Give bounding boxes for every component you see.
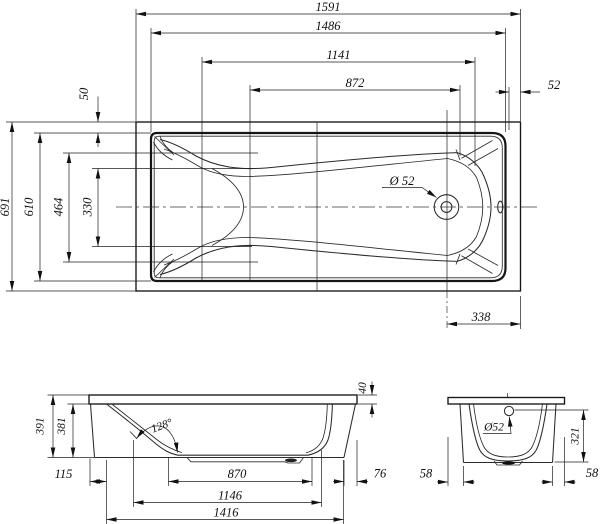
dim-321: 321	[570, 410, 586, 462]
dim-40: 40	[357, 381, 375, 418]
corner-chamfer-bottom-right	[455, 248, 499, 274]
dim-1141: 1141	[202, 48, 475, 65]
dim-76: 76	[333, 467, 387, 484]
overflow-label: Ø52	[483, 416, 513, 434]
end-rim	[447, 396, 566, 405]
dim-1416: 1416	[106, 506, 344, 522]
end-bowl-inner	[473, 403, 543, 458]
dim-691: 691	[0, 122, 15, 291]
dim-1591-value: 1591	[316, 0, 341, 14]
tub-rim-inner	[153, 135, 503, 279]
dim-40-value: 40	[357, 382, 369, 394]
corner-chamfer-top-right	[455, 140, 499, 166]
tub-outer-edge	[135, 121, 522, 292]
overflow-diameter-label: Ø52	[483, 422, 504, 434]
dim-76-value: 76	[374, 467, 387, 481]
side-view: 128°	[88, 394, 358, 464]
end-bowl-outer	[468, 403, 548, 462]
dim-52: 52	[495, 78, 561, 95]
dim-464: 464	[52, 153, 72, 262]
side-drain-sump	[186, 457, 304, 464]
dim-872-value: 872	[346, 76, 365, 90]
dim-464-value: 464	[52, 198, 66, 217]
top-view: Ø 52	[116, 110, 540, 329]
dim-1591: 1591	[136, 0, 521, 17]
end-view-dimensions: 321 58 58	[420, 409, 599, 486]
drain-label: Ø 52	[382, 174, 437, 198]
dim-1416-value: 1416	[214, 506, 240, 520]
side-skirt-right	[343, 403, 357, 458]
dim-1486: 1486	[151, 19, 506, 36]
side-rim	[88, 394, 358, 405]
angle-annotation: 128°	[136, 417, 179, 453]
backrest-foot-curve	[211, 168, 244, 246]
dim-50-value: 50	[77, 87, 91, 100]
end-drain-mark	[502, 461, 515, 465]
dim-381: 381	[56, 404, 76, 458]
side-skirt-left	[89, 403, 96, 458]
dim-50: 50	[77, 87, 101, 147]
dim-330-value: 330	[81, 197, 95, 218]
headrest-corner-top	[153, 136, 175, 161]
side-view-dimensions: 40 391 381 115 870 76 1146 1416	[35, 381, 387, 524]
dim-52-value: 52	[548, 78, 561, 92]
side-bowl-profile	[106, 403, 333, 456]
dim-872: 872	[250, 76, 460, 93]
angle-value: 128°	[150, 417, 175, 436]
side-drain-mark	[285, 458, 297, 463]
tub-rim-outer	[149, 131, 507, 283]
dim-115-value: 115	[55, 467, 73, 481]
dim-1146: 1146	[133, 489, 322, 505]
dim-321-value: 321	[570, 427, 582, 445]
drain-diameter-label: Ø 52	[389, 174, 415, 188]
dim-58-left: 58	[420, 467, 475, 485]
dim-1141-value: 1141	[326, 48, 350, 62]
dim-391: 391	[35, 395, 56, 458]
dim-381-value: 381	[56, 417, 68, 435]
dim-391-value: 391	[35, 417, 47, 435]
dim-1146-value: 1146	[218, 489, 243, 503]
slope-seam-tick	[129, 431, 138, 440]
dim-338: 338	[447, 310, 521, 327]
top-view-dimensions: 1591 1486 1141 872 52 50 691	[0, 0, 560, 329]
end-view: Ø52	[447, 393, 566, 466]
dim-58-left-value: 58	[420, 467, 433, 481]
end-drain-sump	[493, 460, 523, 466]
dim-870-value: 870	[228, 467, 248, 481]
dim-338-value: 338	[471, 310, 492, 324]
dim-870: 870	[168, 467, 312, 484]
dim-610: 610	[22, 133, 43, 281]
dim-58-right-value: 58	[586, 466, 599, 480]
dim-691-value: 691	[0, 198, 12, 217]
overflow-hole	[503, 405, 515, 417]
dim-330: 330	[81, 168, 101, 247]
side-bowl-inner-right	[305, 403, 328, 454]
end-skirt-right	[551, 403, 557, 463]
dim-58-right: 58	[541, 466, 599, 485]
dim-610-value: 610	[22, 197, 36, 217]
end-skirt-left	[459, 403, 465, 463]
dim-1486-value: 1486	[316, 19, 342, 33]
dim-115: 115	[55, 467, 107, 484]
